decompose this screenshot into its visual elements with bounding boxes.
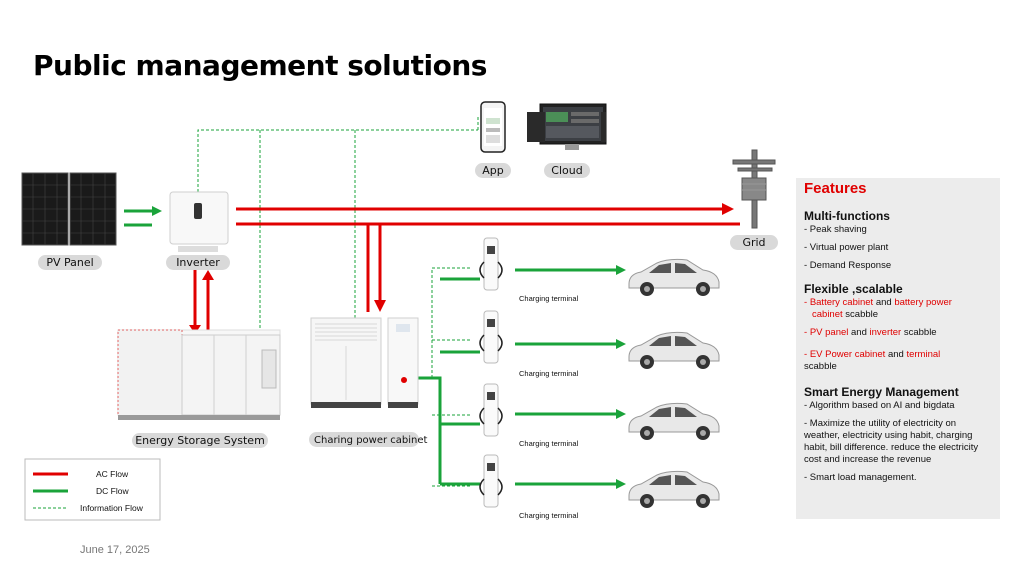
cloud-label-pill: Cloud: [544, 163, 590, 178]
terminal-text: terminal: [906, 349, 941, 360]
and-text: and: [873, 297, 895, 308]
multi-functions-title: Multi-functions: [804, 209, 890, 223]
car-image: [628, 402, 720, 440]
inverter-text: inverter: [869, 327, 902, 338]
feature-item: - Maximize the utility of electricity on…: [804, 418, 979, 465]
grid-label-pill: Grid: [730, 235, 778, 250]
feature-item: - Virtual power plant: [804, 242, 889, 253]
legend-dc-label: DC Flow: [96, 486, 129, 496]
flexible-scalable-title: Flexible ,scalable: [804, 282, 903, 296]
app-label-pill: App: [475, 163, 511, 178]
charging-terminal-label: Charging terminal: [519, 294, 579, 303]
feature-item: - Peak shaving: [804, 224, 867, 235]
pv-panel-image: [21, 172, 117, 246]
and-text: and: [848, 327, 870, 338]
and-text: and: [885, 349, 907, 360]
ess-label-pill: Energy Storage System: [132, 433, 268, 448]
ac-flow-lines: [193, 207, 740, 330]
charging-terminal-label: Charging terminal: [519, 511, 579, 520]
charging-terminals: [479, 237, 503, 508]
charging-terminal-image: [479, 237, 503, 291]
dash: -: [804, 297, 810, 308]
cloud-label: Cloud: [551, 164, 582, 177]
pv-panel-text: PV panel: [809, 327, 849, 338]
cabinet-text: cabinet: [812, 309, 843, 320]
feature-item: - PV panel and inverter scabble: [804, 327, 994, 339]
charging-power-cabinet-image: [310, 317, 419, 408]
scabble-text: scabble: [804, 361, 837, 372]
inverter-label-pill: Inverter: [166, 255, 230, 270]
inverter-image: [169, 191, 229, 252]
energy-storage-system-image: [117, 329, 281, 420]
feature-item: - EV Power cabinet and terminal scabble: [804, 349, 994, 373]
battery-power-text: battery power: [894, 297, 952, 308]
grid-pole-image: [732, 149, 776, 229]
car-image: [628, 331, 720, 369]
pv-panel-label-pill: PV Panel: [38, 255, 102, 270]
dash: -: [804, 349, 810, 360]
information-flow-lines: [197, 115, 479, 487]
cloud-monitor-image: [527, 103, 607, 150]
charging-terminal-image: [479, 454, 503, 508]
features-title: Features: [804, 180, 867, 197]
charging-terminal-label: Charging terminal: [519, 369, 579, 378]
features-panel: Features Multi-functions - Peak shaving …: [796, 178, 1000, 519]
app-phone-image: [480, 101, 506, 153]
app-label: App: [482, 164, 504, 177]
page-title: Public management solutions: [33, 49, 487, 82]
dc-flow-lines: [124, 209, 618, 486]
inverter-label: Inverter: [176, 256, 220, 269]
charging-power-cabinet-label: Charing power cabinet: [314, 435, 428, 446]
ev-power-cabinet-text: EV Power cabinet: [809, 349, 886, 360]
charging-terminal-image: [479, 383, 503, 437]
slide-date: June 17, 2025: [80, 544, 150, 556]
charging-terminal-label: Charging terminal: [519, 439, 579, 448]
dc-arrowheads: [152, 206, 626, 489]
scabble-text: scabble: [901, 327, 937, 338]
smart-energy-title: Smart Energy Management: [804, 385, 959, 399]
pv-panel-label: PV Panel: [46, 256, 93, 269]
energy-storage-system-label: Energy Storage System: [135, 434, 265, 447]
dash: -: [804, 327, 810, 338]
electric-cars: [628, 258, 720, 508]
legend: AC Flow DC Flow Information Flow: [24, 458, 161, 521]
legend-ac-label: AC Flow: [96, 469, 129, 479]
scabble-text: scabble: [842, 309, 879, 320]
battery-cabinet-text: Battery cabinet: [809, 297, 874, 308]
feature-item: - Algorithm based on AI and bigdata: [804, 400, 955, 411]
feature-item: - Battery cabinet and battery power cabi…: [804, 297, 994, 321]
cabinet-label-pill: Charing power cabinet: [309, 432, 428, 447]
charging-terminal-image: [479, 310, 503, 364]
car-image: [628, 258, 720, 296]
feature-item: - Smart load management.: [804, 472, 917, 483]
grid-label: Grid: [742, 236, 765, 249]
feature-item: - Demand Response: [804, 260, 892, 271]
car-image: [628, 470, 720, 508]
legend-info-label: Information Flow: [80, 503, 144, 513]
